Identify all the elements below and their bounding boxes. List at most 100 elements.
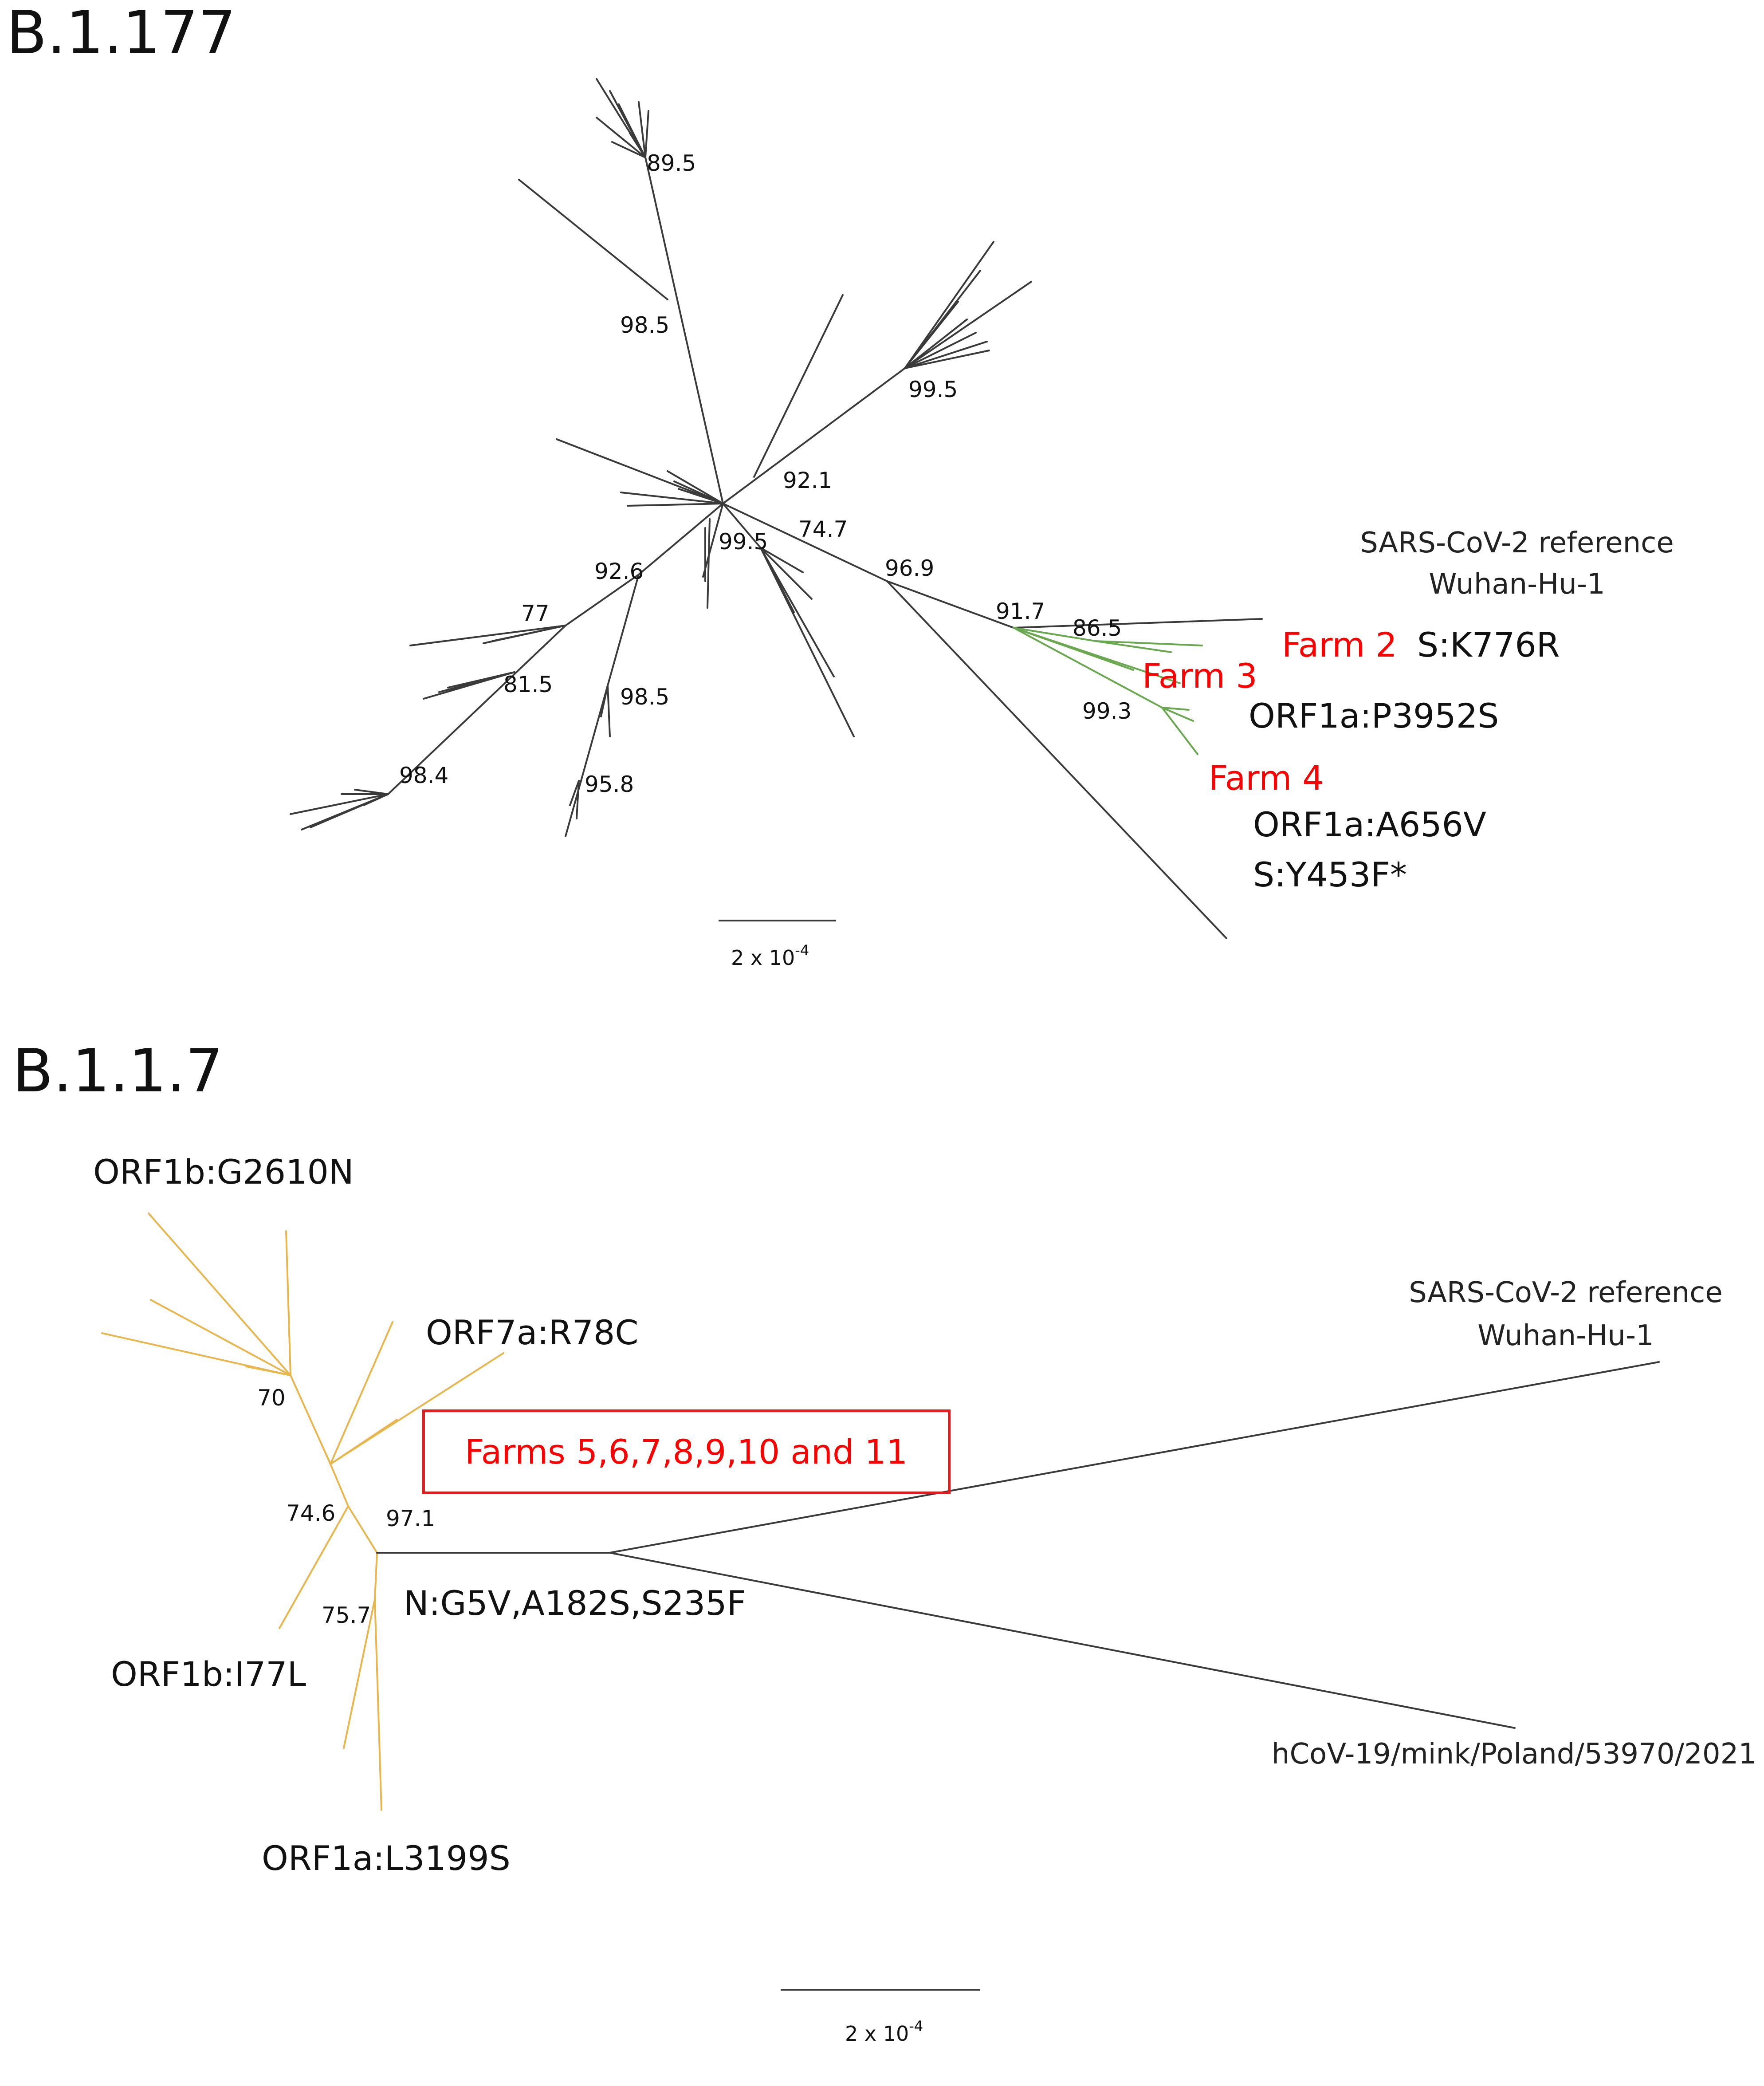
tree-branch <box>753 294 844 478</box>
mink-branch <box>330 1321 393 1465</box>
reference-label-line2: Wuhan-Hu-1 <box>1429 568 1605 601</box>
tree-branch <box>447 671 515 689</box>
scale-label-exponent: -4 <box>909 2018 923 2035</box>
panel-title-b117: B.1.1.7 <box>12 1036 223 1106</box>
bootstrap-support-value: 98.5 <box>620 684 669 710</box>
tree-branch <box>904 319 968 369</box>
bootstrap-support-value: 70 <box>257 1385 286 1411</box>
tree-branch <box>760 547 813 600</box>
tree-branch <box>904 350 990 369</box>
mutation-s-k776r: S:K776R <box>1417 625 1560 665</box>
tree-branch <box>387 625 566 795</box>
mink-branch <box>1013 627 1096 642</box>
tree-branch <box>722 503 888 582</box>
bootstrap-support-value: 86.5 <box>1073 615 1122 641</box>
bootstrap-support-value: 97.1 <box>386 1506 435 1531</box>
scale-label-base: 2 x 10 <box>845 2022 909 2046</box>
tree-branch <box>644 110 649 158</box>
mink-branch <box>374 1552 378 1600</box>
mink-branch <box>1095 640 1172 653</box>
scale-label-exponent: -4 <box>795 942 809 959</box>
bootstrap-support-value: 77 <box>521 601 550 626</box>
tree-branch <box>886 580 1227 939</box>
tree-branch <box>904 332 977 369</box>
mink-branch <box>290 1374 331 1465</box>
tree-branch <box>644 157 724 504</box>
tree-branch <box>611 141 646 158</box>
farms-5-11-label: Farms 5,6,7,8,9,10 and 11 <box>465 1432 908 1472</box>
tree-branch <box>629 132 646 158</box>
tree-branch <box>491 625 566 642</box>
tree-branch <box>904 281 1032 369</box>
tree-branch <box>609 1552 1516 1729</box>
mink-branch <box>148 1212 291 1376</box>
tree-branch <box>620 492 724 504</box>
bootstrap-support-value: 95.8 <box>585 771 634 797</box>
mink-branch <box>1161 707 1198 755</box>
mink-branch <box>279 1505 349 1629</box>
tree-branch <box>409 625 566 646</box>
tree-branch <box>290 793 389 815</box>
mink-branch <box>1095 640 1203 646</box>
tree-branch <box>707 518 711 609</box>
panel-b117: B.1.1.7 70 74.6 97.1 75.7 <box>12 1036 1756 2046</box>
bootstrap-support-value: 99.5 <box>908 377 958 402</box>
bootstrap-support-value: 99.3 <box>1082 698 1131 724</box>
tree-branch <box>667 470 724 504</box>
mutation-orf1a-p3952s: ORF1a:P3952S <box>1249 696 1499 736</box>
mutation-orf1a-l3199s: ORF1a:L3199S <box>262 1838 511 1878</box>
b117-mink-clade <box>101 1212 504 1811</box>
outgroup-label: hCoV-19/mink/Poland/53970/2021 <box>1272 1738 1756 1771</box>
bootstrap-support-value: 74.7 <box>798 516 848 542</box>
bootstrap-support-value: 92.6 <box>594 559 644 584</box>
b1177-branches <box>290 78 1263 939</box>
panel-b1177: B.1.177 <box>6 0 1674 970</box>
mutation-orf1b-i77l: ORF1b:I77L <box>111 1654 306 1694</box>
reference-label-line1: SARS-CoV-2 reference <box>1360 527 1674 559</box>
b117-support-values: 70 74.6 97.1 75.7 <box>257 1385 435 1628</box>
tree-branch <box>627 503 724 507</box>
bootstrap-support-value: 91.7 <box>996 598 1045 624</box>
tree-branch <box>760 547 782 586</box>
b1177-mink-clade <box>1013 627 1203 755</box>
mink-branch <box>343 1598 376 1749</box>
mink-branch <box>1013 627 1134 671</box>
panel-title-b1177: B.1.177 <box>6 0 236 67</box>
tree-branch <box>722 503 762 549</box>
tree-branch <box>600 685 609 717</box>
tree-branch <box>760 547 804 573</box>
mink-branch <box>1013 627 1163 708</box>
tree-branch <box>609 1361 1660 1554</box>
tree-branch <box>556 438 724 504</box>
tree-branch <box>638 503 724 575</box>
mink-branch <box>150 1299 291 1376</box>
tree-branch <box>596 117 646 158</box>
tree-branch <box>518 179 668 300</box>
tree-branch <box>678 488 724 504</box>
bootstrap-support-value: 74.6 <box>286 1500 335 1526</box>
tree-branch <box>904 341 988 369</box>
bootstrap-support-value: 89.5 <box>647 150 696 176</box>
tree-branch <box>886 580 1014 629</box>
scale-bar-label-b1177: 2 x 10-4 <box>731 942 809 970</box>
mutation-s-y453f: S:Y453F* <box>1253 855 1407 894</box>
tree-branch <box>607 685 611 737</box>
tree-branch <box>638 101 646 158</box>
b117-branches <box>376 1361 1660 1729</box>
bootstrap-support-value: 81.5 <box>503 672 553 697</box>
mink-branch <box>245 1366 291 1376</box>
scale-label-base: 2 x 10 <box>731 946 795 970</box>
tree-branch <box>569 780 580 806</box>
tree-branch <box>576 780 580 819</box>
farm-2-label: Farm 2 <box>1282 625 1397 665</box>
mutation-orf1b-g2610n: ORF1b:G2610N <box>93 1152 354 1192</box>
reference-label-line1: SARS-CoV-2 reference <box>1409 1276 1722 1309</box>
mink-branch <box>330 1419 398 1465</box>
mutation-n-g5v-a182s-s235f: N:G5V,A182S,S235F <box>404 1583 746 1623</box>
bootstrap-support-value: 75.7 <box>322 1602 371 1628</box>
tree-branch <box>565 574 640 626</box>
mink-branch <box>374 1598 382 1811</box>
